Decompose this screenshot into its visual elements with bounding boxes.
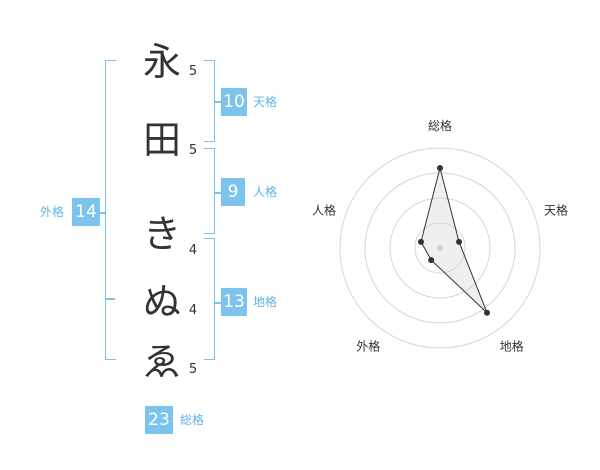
radar-point xyxy=(484,309,491,316)
radar-axis-label: 総格 xyxy=(428,118,452,133)
name-char-4: ぬ xyxy=(142,280,181,324)
stroke-count-4: 4 xyxy=(188,303,198,318)
tenkaku-bracket-tick xyxy=(214,101,222,103)
stroke-count-1: 5 xyxy=(188,64,198,79)
chikaku-label: 地格 xyxy=(253,295,278,309)
name-char-2: 田 xyxy=(142,118,181,162)
jinkaku-label: 人格 xyxy=(253,185,278,199)
radar-axis-label: 人格 xyxy=(312,202,336,217)
gaikaku-bracket-split xyxy=(105,298,115,300)
radar-axis-label: 地格 xyxy=(500,339,524,354)
stroke-count-3: 4 xyxy=(188,243,198,258)
chikaku-bracket-tick xyxy=(214,302,222,304)
soukaku-label: 総格 xyxy=(180,413,205,427)
radar-center xyxy=(437,245,443,251)
jinkaku-bracket xyxy=(204,148,215,234)
radar-ring xyxy=(339,147,541,349)
radar-axis-label: 天格 xyxy=(544,202,568,217)
radar-point xyxy=(437,165,443,171)
soukaku-value: 23 xyxy=(145,406,173,434)
stroke-count-5: 5 xyxy=(188,362,198,377)
jinkaku-value: 9 xyxy=(221,178,245,206)
radar-ring xyxy=(414,222,466,274)
chikaku-bracket xyxy=(204,238,215,360)
tenkaku-label: 天格 xyxy=(253,95,278,109)
stroke-count-2: 5 xyxy=(188,143,198,158)
gaikaku-value: 14 xyxy=(72,198,100,226)
gaikaku-bracket xyxy=(105,60,116,360)
radar-point xyxy=(428,257,435,264)
radar-axis-label: 外格 xyxy=(356,339,380,354)
tenkaku-value: 10 xyxy=(221,88,247,116)
name-char-1: 永 xyxy=(142,40,181,84)
radar-ring xyxy=(389,197,491,299)
radar-ring xyxy=(364,172,516,324)
radar-point xyxy=(417,238,424,245)
name-char-5: ゑ xyxy=(142,340,181,384)
radar-point xyxy=(456,238,463,245)
name-char-3: き xyxy=(142,212,181,256)
gaikaku-label: 外格 xyxy=(40,205,65,219)
radar-area xyxy=(420,167,488,314)
jinkaku-bracket-tick xyxy=(214,192,222,194)
gaikaku-bracket-tick xyxy=(96,212,106,214)
chikaku-value: 13 xyxy=(221,288,247,316)
